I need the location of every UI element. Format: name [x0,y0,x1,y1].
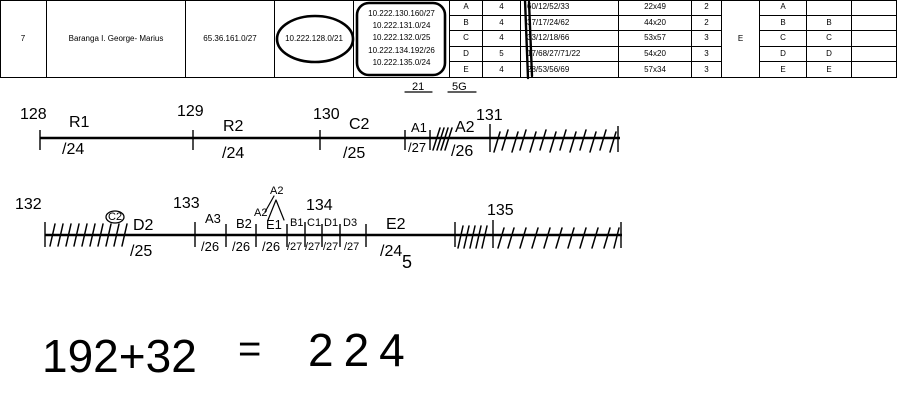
count-cell: 5 [483,46,521,63]
subnet-label: E2 [386,216,406,233]
tick-label: 128 [20,106,47,123]
level-cell: 2 [692,0,722,16]
address-cell: 60/12/52/33 [521,0,619,16]
mask-label: 5 [402,252,412,272]
mask-label: /26 [201,239,219,254]
subnet-label: D1 [324,217,338,229]
mask-label: /26 [262,239,280,254]
size-cell: 44x20 [619,15,692,32]
subnet-item: 10.222.130.160/27 [368,8,435,18]
address-cell: 17/68/27/71/22 [521,46,619,63]
hatching [432,127,617,153]
tick-label: 131 [476,107,503,124]
tick-label: 130 [313,106,340,123]
subnet-label: A3 [205,211,221,226]
mask-label: /26 [232,239,250,254]
subnet-label: A2 [254,207,267,219]
count-cell: 4 [483,31,521,47]
subnet-item: 10.222.131.0/24 [372,21,431,31]
equation-equals: = [238,327,261,371]
subnet-label: D3 [343,217,357,229]
subnet-item: 10.222.132.0/25 [372,33,431,43]
col-a-cell: B [760,15,807,32]
tick-label: 135 [487,202,514,219]
tick-label: 134 [306,197,333,214]
subnet-label: A1 [411,120,427,135]
letter-cell: A [450,0,483,16]
address-cell: 28/53/56/69 [521,62,619,78]
hatching [49,223,620,249]
letter-cell: B [450,15,483,32]
size-cell: 53x57 [619,31,692,47]
subnet-label: A2 [455,119,475,136]
mask-label: /25 [343,145,365,162]
col-b-cell: B [807,15,852,32]
letter-cell: D [450,46,483,63]
subnet-label: C2 [349,116,370,133]
network-circle [275,14,355,64]
equation-rhs: 224 [308,324,415,376]
mask-label: /27 [323,241,338,253]
size-cell: 57x34 [619,62,692,78]
mask-label: /26 [451,143,473,160]
subnet-label: B2 [236,216,252,231]
tick-label: 129 [177,103,204,120]
equation-lhs: 192+32 [42,330,197,382]
mask-label: /27 [305,241,320,253]
mask-label: /24 [380,243,402,260]
size-cell: 22x49 [619,0,692,16]
level-cell: 2 [692,15,722,32]
col-b-cell: C [807,31,852,47]
subnet-label: A2 [270,185,283,197]
col-a-cell: D [760,46,807,63]
col-a-cell: E [760,62,807,78]
col-b-cell [807,0,852,16]
address-cell: 33/12/18/66 [521,31,619,47]
count-cell: 4 [483,15,521,32]
letter-cell: E [450,62,483,78]
tick-label: 133 [173,195,200,212]
subnet-label: R1 [69,114,90,131]
mask-label: /24 [62,141,84,158]
mask-label: /27 [287,241,302,253]
mask-label: /27 [344,241,359,253]
group-cell: E [722,0,760,78]
count-cell: 4 [483,62,521,78]
col-b-cell: D [807,46,852,63]
annotation-5g: 5G [452,81,467,93]
handwritten-vertical-mark [523,0,534,80]
col-a-cell: A [760,0,807,16]
annotation-21: 21 [412,81,424,93]
subnet-label: C1 [307,217,321,229]
mask-label: /27 [408,140,426,155]
letter-cell: C [450,31,483,47]
subnet-list: 10.222.130.160/27 10.222.131.0/24 10.222… [354,0,450,78]
count-cell: 4 [483,0,521,16]
allocation-table: 7 Baranga I. George- Marius 65.36.161.0/… [0,0,897,78]
mask-label: /24 [222,145,244,162]
address-cell: 37/17/24/62 [521,15,619,32]
row-number: 7 [0,0,47,78]
subnet-item: 10.222.134.192/26 [368,45,435,55]
level-cell: 3 [692,62,722,78]
subnet-label: R2 [223,118,244,135]
level-cell: 3 [692,46,722,63]
mask-label: /25 [130,243,152,260]
subnet-item: 10.222.135.0/24 [372,57,431,67]
level-cell: 3 [692,31,722,47]
subnets-circle [355,1,447,77]
subnet-label: D2 [133,217,154,234]
subnet-label: E1 [266,217,282,232]
subnet-label: B1 [290,217,303,229]
tick-label: 132 [15,196,42,213]
student-name: Baranga I. George- Marius [47,0,186,78]
col-a-cell: C [760,31,807,47]
subnet-label: C2 [108,211,122,223]
size-cell: 54x20 [619,46,692,63]
col-b-cell: E [807,62,852,78]
public-ip: 65.36.161.0/27 [186,0,275,78]
